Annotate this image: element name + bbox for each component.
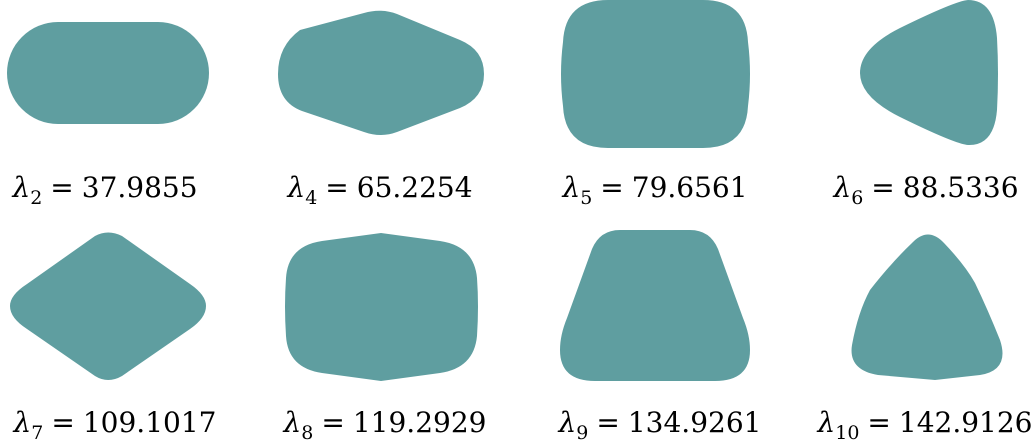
lambda-symbol: λ <box>11 171 30 204</box>
subscript: 8 <box>301 422 313 444</box>
shape-rounded-hexagon-horizontal <box>278 10 484 136</box>
equals-sign: = <box>867 406 890 439</box>
subscript: 9 <box>576 422 588 444</box>
subscript: 2 <box>30 187 42 209</box>
eigenvalue: 79.6561 <box>632 171 748 204</box>
caption-item-7: λ9 = 134.9261 <box>558 406 762 444</box>
lambda-symbol: λ <box>832 171 851 204</box>
shape-rounded-triangle-up <box>851 234 1003 380</box>
equals-sign: = <box>50 171 73 204</box>
subscript: 4 <box>305 187 317 209</box>
shape-rounded-triangle-left <box>860 0 998 146</box>
shape-rounded-trapezoid <box>560 230 750 381</box>
eigenvalue: 119.2929 <box>353 406 487 439</box>
lambda-symbol: λ <box>286 171 305 204</box>
equals-sign: = <box>600 171 623 204</box>
shape-rounded-rhombus <box>10 232 206 380</box>
lambda-symbol: λ <box>283 406 302 439</box>
eigenvalue: 88.5336 <box>903 171 1019 204</box>
caption-item-4: λ6 = 88.5336 <box>832 171 1018 209</box>
caption-item-8: λ10 = 142.9126 <box>816 406 1032 444</box>
lambda-symbol: λ <box>816 406 835 439</box>
shape-stadium <box>7 22 209 124</box>
subscript: 6 <box>851 187 863 209</box>
caption-item-6: λ8 = 119.2929 <box>283 406 487 444</box>
shape-rounded-square <box>561 0 750 148</box>
shape-rounded-barrel-rectangle <box>285 233 478 381</box>
equals-sign: = <box>321 406 344 439</box>
eigenvalue: 142.9126 <box>899 406 1033 439</box>
equals-sign: = <box>871 171 894 204</box>
equals-sign: = <box>51 406 74 439</box>
lambda-symbol: λ <box>13 406 32 439</box>
eigenvalue: 109.1017 <box>83 406 217 439</box>
subscript: 7 <box>31 422 43 444</box>
lambda-symbol: λ <box>558 406 577 439</box>
subscript: 10 <box>835 422 859 444</box>
subscript: 5 <box>580 187 592 209</box>
lambda-symbol: λ <box>561 171 580 204</box>
eigenvalue: 134.9261 <box>628 406 762 439</box>
eigenvalue: 37.9855 <box>82 171 198 204</box>
equals-sign: = <box>325 171 348 204</box>
caption-item-3: λ5 = 79.6561 <box>561 171 747 209</box>
eigenvalue: 65.2254 <box>357 171 473 204</box>
caption-item-2: λ4 = 65.2254 <box>286 171 472 209</box>
caption-item-5: λ7 = 109.1017 <box>13 406 217 444</box>
caption-item-1: λ2 = 37.9855 <box>11 171 197 209</box>
equals-sign: = <box>596 406 619 439</box>
